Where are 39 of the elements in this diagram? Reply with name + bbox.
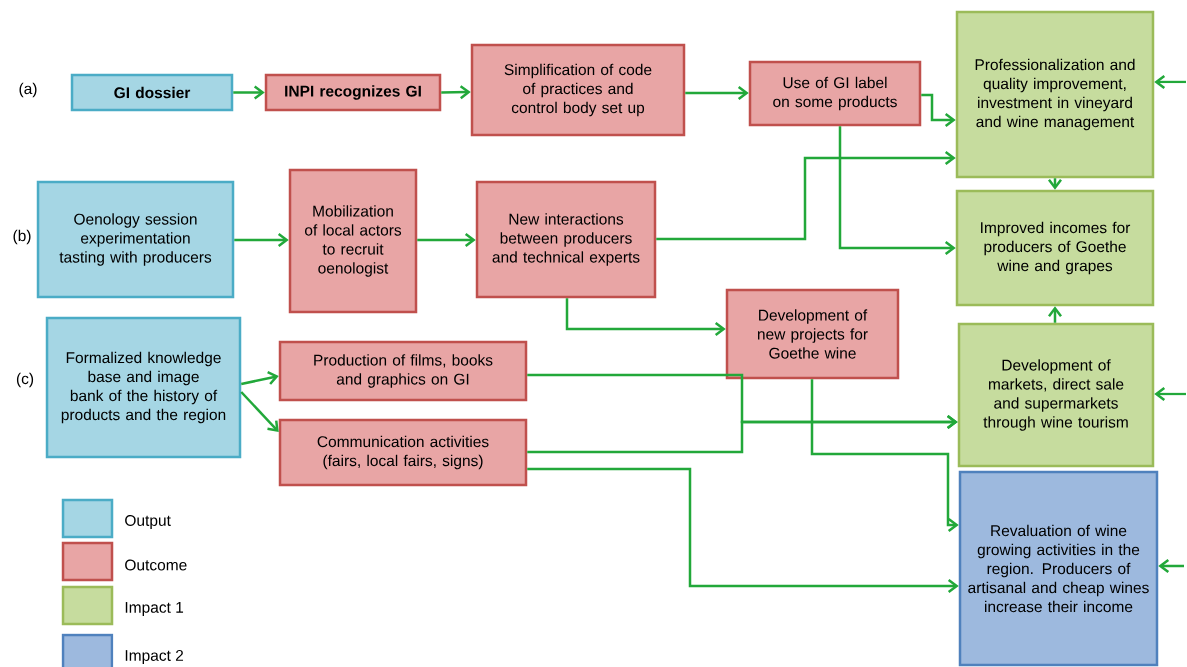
arrow (656, 151, 956, 241)
arrow (1154, 75, 1186, 89)
legend-label: Outcome (125, 559, 187, 571)
process-box: Communication activities (fairs, local fairs, signs) (278, 418, 528, 487)
process-box: Use of GI label on some products (748, 60, 922, 127)
arrow (234, 233, 289, 247)
process-box: INPI recognizes GI (264, 73, 442, 112)
row-label: (c) (16, 372, 34, 388)
arrow (1158, 559, 1184, 573)
process-box: Formalized knowledge base and image bank of the history of products and the region (45, 316, 242, 459)
arrow (417, 233, 476, 247)
arrow (685, 86, 749, 100)
arrow (565, 298, 726, 336)
arrow (240, 391, 279, 432)
arrow (527, 415, 958, 454)
arrow (838, 126, 956, 255)
process-box: Professionalization and quality improvement, investment in vineyard and wine management (955, 10, 1155, 179)
process-box: Revaluation of wine growing activities in the region. Producers of artisanal and cheap wines increase their income (958, 470, 1159, 667)
arrow (810, 379, 959, 532)
arrow (233, 85, 265, 100)
process-box: GI dossier (70, 73, 234, 112)
legend-label: Impact 1 (125, 602, 184, 616)
arrow (527, 467, 959, 593)
arrow (1154, 387, 1186, 401)
process-box: Oenology session experimentation tasting with producers (36, 180, 235, 299)
process-box: Development of markets, direct sale and supermarkets through wine tourism (957, 322, 1155, 468)
arrow (441, 85, 471, 100)
legend-label: Impact 2 (125, 649, 184, 664)
process-box: Mobilization of local actors to recruit oenologist (288, 168, 418, 314)
process-box: Simplification of code of practices and control body set up (470, 43, 686, 137)
arrow (1048, 306, 1062, 323)
process-box: Production of films, books and graphics on GI (278, 340, 528, 402)
arrow (241, 371, 279, 386)
row-label: (a) (19, 82, 37, 98)
legend-label: Output (125, 515, 171, 529)
process-box: Improved incomes for producers of Goethe wine and grapes (955, 189, 1155, 307)
process-box: New interactions between producers and technical experts (475, 180, 657, 299)
process-box: Development of new projects for Goethe wine (725, 288, 900, 380)
arrow (921, 93, 956, 127)
